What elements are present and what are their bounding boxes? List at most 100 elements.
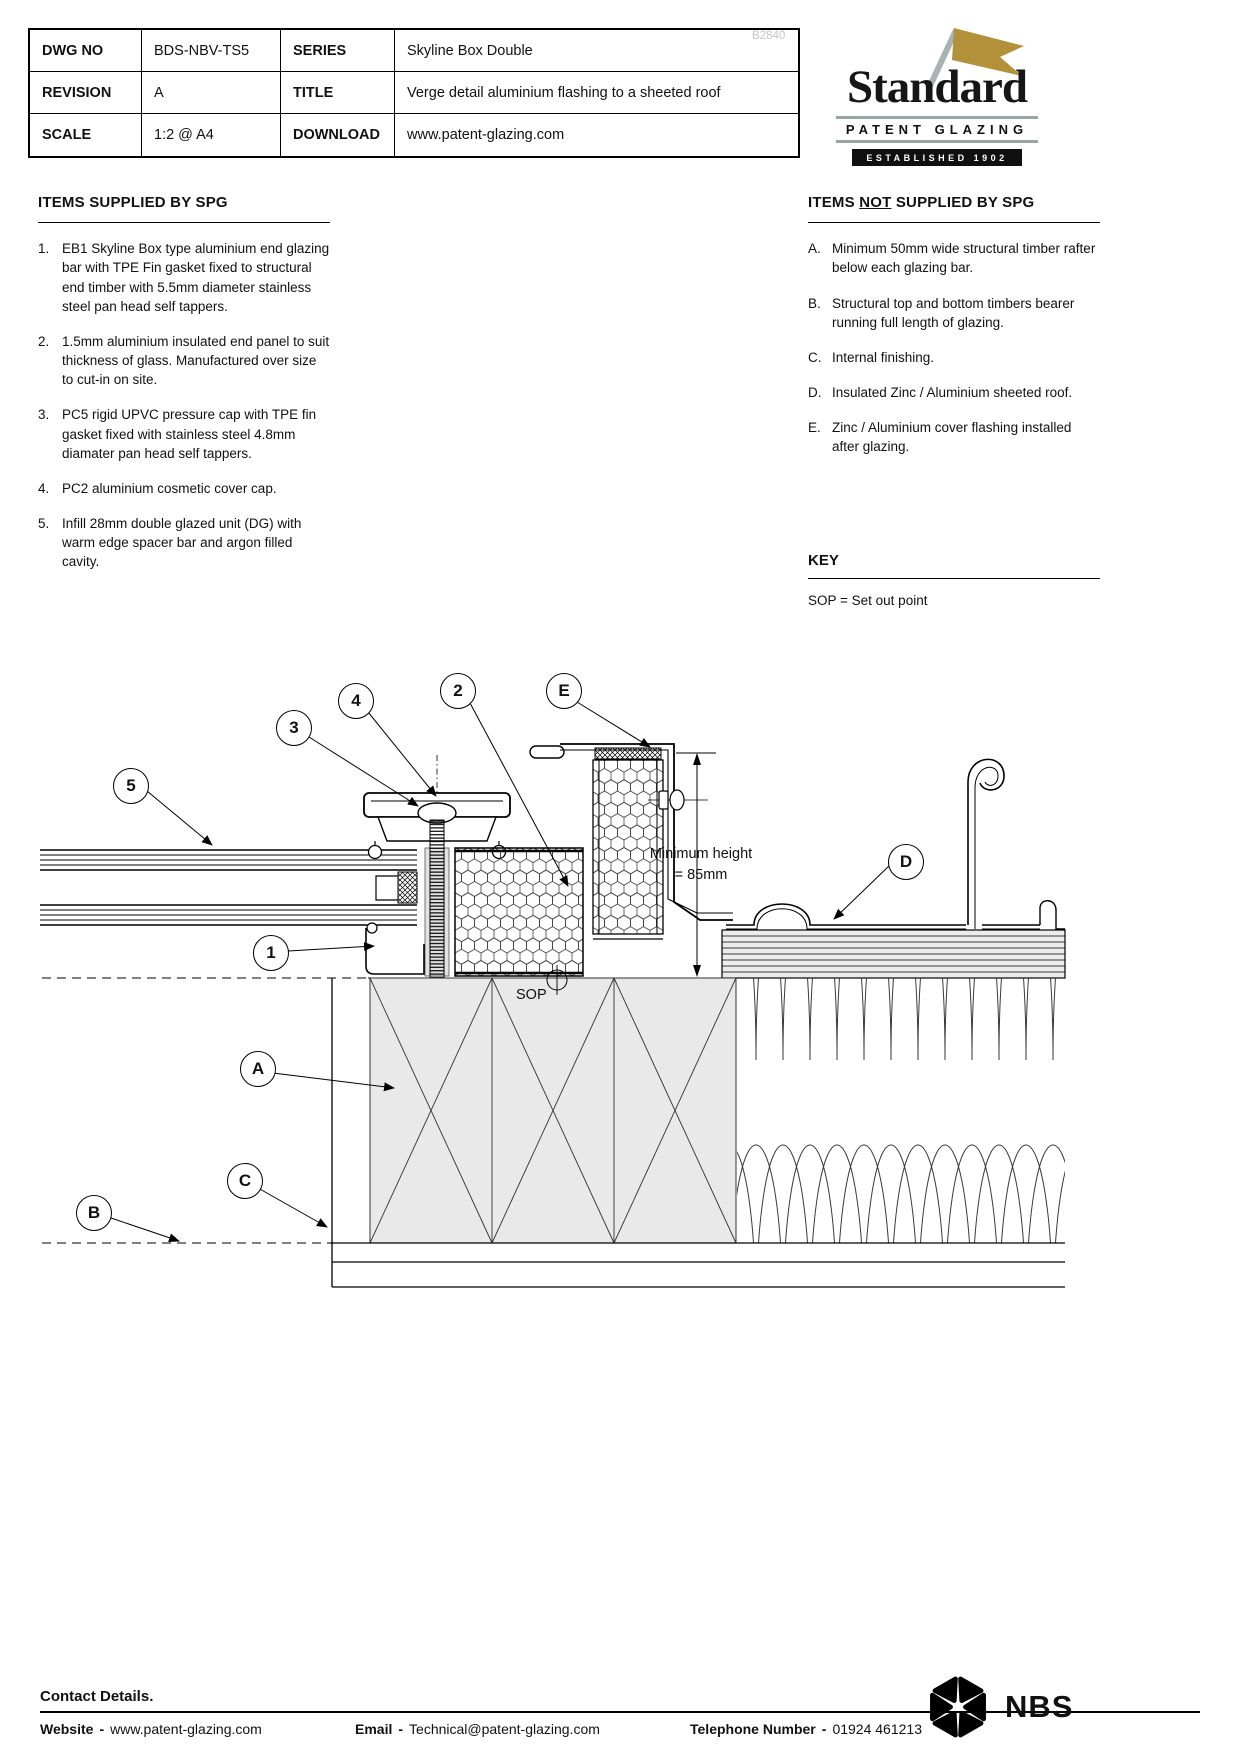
item-text: Internal finishing.	[832, 349, 935, 365]
flag-icon	[927, 28, 1024, 88]
list-item: 3. PC5 rigid UPVC pressure cap with TPE …	[38, 405, 330, 462]
phone-number: 01924 461213	[832, 1721, 922, 1737]
leader-lines	[107, 701, 890, 1243]
nbs-label: NBS	[1005, 1689, 1074, 1724]
phone-label: Telephone Number	[690, 1721, 816, 1737]
heading-rule	[38, 222, 330, 224]
series-value: Skyline Box Double	[395, 30, 798, 72]
list-item: A. Minimum 50mm wide structural timber r…	[808, 239, 1100, 277]
scale-label: SCALE	[30, 114, 142, 156]
list-item: C. Internal finishing.	[808, 348, 1100, 367]
item-number: 2.	[38, 333, 50, 349]
key-heading: KEY	[808, 552, 839, 569]
item-text: Structural top and bottom timbers bearer…	[832, 295, 1075, 330]
revision-label: REVISION	[30, 72, 142, 114]
revision-value: A	[142, 72, 281, 114]
dwg-no-label: DWG NO	[30, 30, 142, 72]
contact-website: Website-www.patent-glazing.com	[40, 1721, 262, 1737]
callout-bubble-E: E	[546, 673, 582, 709]
glazing-bar-stem	[424, 847, 450, 977]
items-not-supplied-section: ITEMS NOT SUPPLIED BY SPG A. Minimum 50m…	[808, 192, 1100, 473]
item-text: Insulated Zinc / Aluminium sheeted roof.	[832, 385, 1073, 401]
logo-subtitle: PATENT GLAZING	[845, 122, 1029, 137]
item-text: Minimum 50mm wide structural timber raft…	[832, 241, 1096, 276]
nbs-logo: NBS	[925, 1672, 1073, 1742]
item-number: 1.	[38, 241, 50, 257]
key-entry: SOP = Set out point	[808, 593, 928, 608]
contact-rule	[40, 1711, 1200, 1713]
list-item: E. Zinc / Aluminium cover flashing insta…	[808, 418, 1100, 456]
list-item: 1. EB1 Skyline Box type aluminium end gl…	[38, 239, 330, 316]
logo-name: Standard	[846, 61, 1028, 113]
items-not-supplied-heading: ITEMS NOT SUPPLIED BY SPG	[808, 194, 1035, 211]
item-number: 4.	[38, 480, 50, 496]
contact-heading: Contact Details.	[40, 1688, 154, 1705]
sop-label: SOP	[516, 987, 547, 1003]
item-number: 5.	[38, 516, 50, 532]
item-letter: E.	[808, 420, 821, 436]
item-text: EB1 Skyline Box type aluminium end glazi…	[62, 241, 330, 314]
callout-bubble-A: A	[240, 1051, 276, 1087]
insulation-quilt	[737, 978, 1065, 1243]
website-label: Website	[40, 1721, 94, 1737]
callout-bubble-3: 3	[276, 710, 312, 746]
list-item: B. Structural top and bottom timbers bea…	[808, 294, 1100, 332]
roof-build-up	[721, 929, 1066, 979]
title-value: Verge detail aluminium flashing to a she…	[395, 72, 798, 114]
datum-lines	[42, 977, 1065, 1244]
internal-finish-lines	[330, 978, 1065, 1288]
item-text: Zinc / Aluminium cover flashing installe…	[832, 420, 1072, 455]
glazing-unit	[40, 849, 418, 926]
email-link[interactable]: Technical@patent-glazing.com	[409, 1721, 600, 1737]
callout-bubble-4: 4	[338, 683, 374, 719]
logo-rule-top	[836, 116, 1038, 119]
item-text: 1.5mm aluminium insulated end panel to s…	[62, 333, 330, 388]
key-section: KEY SOP = Set out point	[808, 552, 1100, 608]
item-text: PC5 rigid UPVC pressure cap with TPE fin…	[62, 407, 317, 461]
callout-bubble-1: 1	[253, 935, 289, 971]
item-text: Infill 28mm double glazed unit (DG) with…	[62, 516, 302, 570]
list-item: 4. PC2 aluminium cosmetic cover cap.	[38, 479, 330, 498]
item-letter: D.	[808, 385, 822, 401]
title-block-table: DWG NO BDS-NBV-TS5 SERIES Skyline Box Do…	[28, 28, 800, 158]
callout-bubble-2: 2	[440, 673, 476, 709]
nbs-flower-icon	[930, 1676, 986, 1738]
screw-fixing	[429, 819, 445, 1190]
title-label: TITLE	[281, 72, 395, 114]
roof-sheet	[726, 758, 1065, 930]
end-panel	[454, 847, 584, 977]
item-letter: A.	[808, 241, 821, 257]
website-link[interactable]: www.patent-glazing.com	[110, 1721, 262, 1737]
download-link[interactable]: www.patent-glazing.com	[395, 114, 798, 156]
items-supplied-heading: ITEMS SUPPLIED BY SPG	[38, 194, 228, 211]
item-letter: C.	[808, 349, 822, 365]
heading-rule	[808, 222, 1100, 224]
callout-bubble-D: D	[888, 844, 924, 880]
logo-rule-bottom	[836, 140, 1038, 143]
sheet-code-watermark: B2840	[752, 30, 786, 42]
callout-bubble-B: B	[76, 1195, 112, 1231]
dwg-no-value: BDS-NBV-TS5	[142, 30, 281, 72]
download-label: DOWNLOAD	[281, 114, 395, 156]
pressure-cap	[363, 755, 511, 860]
contact-email: Email-Technical@patent-glazing.com	[355, 1721, 600, 1737]
callout-bubble-5: 5	[113, 768, 149, 804]
company-logo: Standard PATENT GLAZING ESTABLISHED 1902	[836, 24, 1038, 166]
item-number: 3.	[38, 407, 50, 423]
sop-symbol	[546, 965, 568, 995]
min-height-annotation: Minimum height = 85mm	[649, 846, 753, 884]
email-label: Email	[355, 1721, 393, 1737]
cover-flashing	[529, 743, 733, 921]
series-label: SERIES	[281, 30, 395, 72]
item-text: PC2 aluminium cosmetic cover cap.	[62, 480, 277, 496]
list-item: 2. 1.5mm aluminium insulated end panel t…	[38, 332, 330, 389]
callout-bubble-C: C	[227, 1163, 263, 1199]
contact-phone: Telephone Number-01924 461213	[690, 1721, 922, 1737]
list-item: D. Insulated Zinc / Aluminium sheeted ro…	[808, 383, 1100, 402]
list-item: 5. Infill 28mm double glazed unit (DG) w…	[38, 514, 330, 571]
scale-value: 1:2 @ A4	[142, 114, 281, 156]
heading-rule	[808, 578, 1100, 579]
timber-rafter	[369, 977, 737, 1244]
logo-established-badge: ESTABLISHED 1902	[852, 149, 1022, 166]
